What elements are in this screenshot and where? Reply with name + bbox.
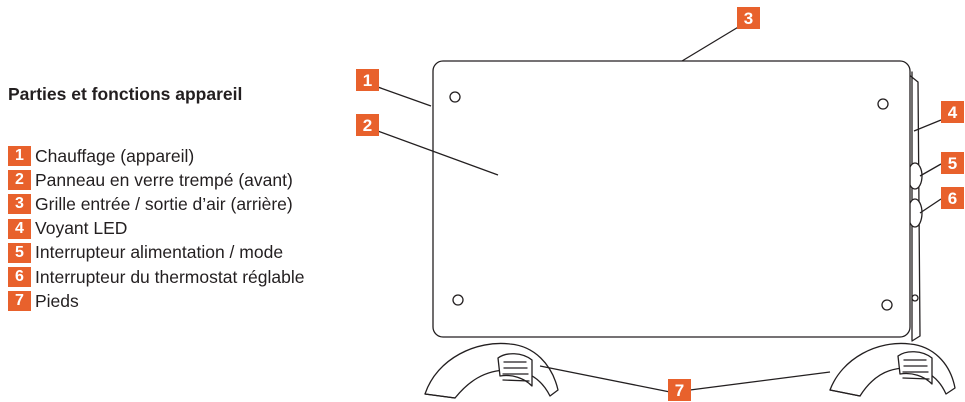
- leader-line-7a: [539, 365, 671, 393]
- legend-item-4: 4 Voyant LED: [8, 217, 304, 241]
- number-badge: 1: [8, 146, 31, 167]
- legend-label: Voyant LED: [35, 218, 128, 239]
- legend-label: Interrupteur alimentation / mode: [35, 242, 284, 263]
- leader-line-1: [374, 85, 432, 107]
- legend-item-1: 1 Chauffage (appareil): [8, 144, 304, 168]
- front-glass-panel: [432, 60, 911, 338]
- leader-line-7b: [689, 371, 831, 391]
- callout-number: 6: [948, 189, 957, 208]
- number-badge: 6: [8, 267, 31, 288]
- leader-line-5: [919, 163, 942, 177]
- number-badge: 3: [8, 194, 31, 215]
- callout-number: 4: [948, 103, 958, 122]
- callout-1: 1: [356, 69, 379, 91]
- callout-2: 2: [356, 114, 379, 136]
- callout-6: 6: [941, 187, 964, 209]
- leader-lines: [374, 25, 942, 393]
- legend-label: Pieds: [35, 290, 79, 311]
- legend-label: Interrupteur du thermostat réglable: [35, 266, 305, 287]
- callout-number: 5: [948, 154, 957, 173]
- callout-4: 4: [941, 101, 964, 123]
- screw-top-right: [877, 98, 889, 110]
- left-foot: [424, 342, 559, 399]
- leader-line-4: [913, 119, 942, 132]
- legend-item-5: 5 Interrupteur alimentation / mode: [8, 241, 304, 265]
- callout-number: 3: [744, 9, 753, 28]
- legend-label: Panneau en verre trempé (avant): [35, 169, 293, 190]
- callout-number: 7: [675, 381, 684, 400]
- callout-number: 2: [363, 116, 372, 135]
- parts-legend: 1 Chauffage (appareil) 2 Panneau en verr…: [8, 144, 304, 313]
- number-badge: 4: [8, 218, 31, 239]
- screw-top-left: [449, 91, 461, 103]
- screw-bottom-right: [881, 299, 893, 311]
- number-badge: 7: [8, 291, 31, 312]
- callout-number: 1: [363, 71, 372, 90]
- callout-3: 3: [737, 7, 760, 29]
- right-foot: [829, 342, 956, 397]
- number-badge: 2: [8, 170, 31, 191]
- section-title: Parties et fonctions appareil: [8, 84, 243, 104]
- leader-line-2: [374, 129, 499, 176]
- leader-line-6: [919, 198, 942, 214]
- callout-7: 7: [668, 379, 691, 401]
- led-indicator: [911, 294, 919, 302]
- legend-item-6: 6 Interrupteur du thermostat réglable: [8, 265, 304, 289]
- legend-item-7: 7 Pieds: [8, 289, 304, 313]
- callout-5: 5: [941, 152, 964, 174]
- legend-item-3: 3 Grille entrée / sortie d’air (arrière): [8, 192, 304, 216]
- legend-label: Grille entrée / sortie d’air (arrière): [35, 193, 293, 214]
- screw-bottom-left: [452, 294, 464, 306]
- leader-line-3: [681, 25, 741, 62]
- number-badge: 5: [8, 242, 31, 263]
- legend-label: Chauffage (appareil): [35, 145, 195, 166]
- legend-item-2: 2 Panneau en verre trempé (avant): [8, 168, 304, 192]
